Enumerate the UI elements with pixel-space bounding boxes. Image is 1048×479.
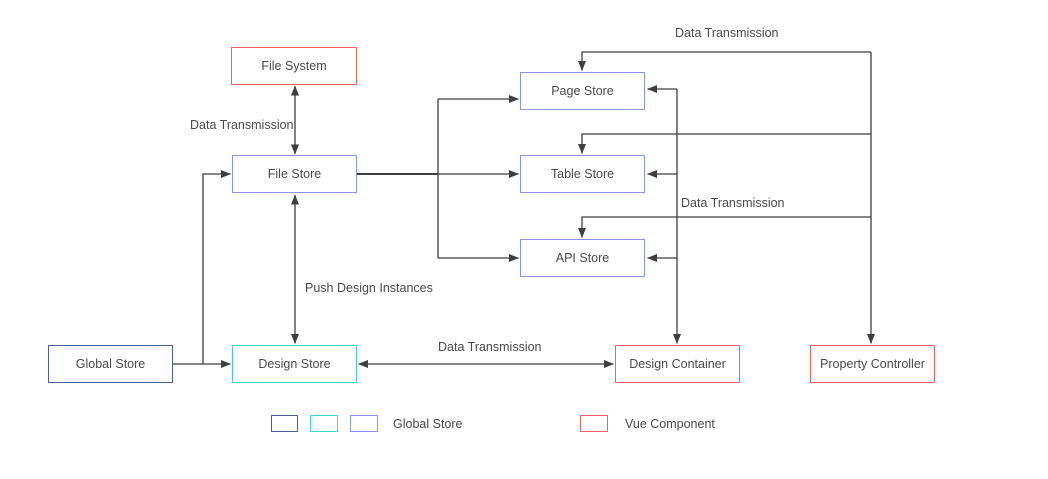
node-design-store: Design Store: [232, 345, 357, 383]
edge-label-design-store-transmission: Data Transmission: [438, 340, 542, 354]
node-file-store: File Store: [232, 155, 357, 193]
edge-label-property-controller-mid-transmission: Data Transmission: [681, 196, 785, 210]
edge-b-table-store-top: [578, 133, 871, 154]
node-api-store: API Store: [520, 239, 645, 277]
legend-global-store-label: Global Store: [393, 416, 463, 431]
legend-swatch-cyan: [310, 415, 338, 432]
edge-b-api-store-top: [578, 216, 871, 238]
node-design-container-label: Design Container: [629, 357, 726, 371]
node-api-store-label: API Store: [555, 251, 610, 265]
node-file-system-label: File System: [261, 59, 327, 73]
node-page-store: Page Store: [520, 72, 645, 110]
node-global-store-label: Global Store: [75, 357, 146, 371]
node-property-controller-label: Property Controller: [820, 357, 925, 371]
node-property-controller: Property Controller: [810, 345, 935, 383]
legend-swatch-periwinkle: [350, 415, 378, 432]
node-page-store-label: Page Store: [551, 84, 614, 98]
node-design-container: Design Container: [615, 345, 740, 383]
legend-vue-component-label: Vue Component: [625, 416, 715, 431]
edge-label-push-design-instances: Push Design Instances: [305, 281, 433, 295]
edge-global-line-file-store: [202, 170, 231, 364]
node-table-store-label: Table Store: [550, 167, 615, 181]
edge-label-file-system-transmission: Data Transmission: [190, 118, 294, 132]
legend-swatch-red: [580, 415, 608, 432]
legend-global-store: Global Store: [271, 415, 462, 432]
legend-swatch-navy: [271, 415, 298, 432]
node-design-store-label: Design Store: [258, 357, 331, 371]
node-file-system: File System: [231, 47, 357, 85]
legend-vue-component: Vue Component: [580, 415, 715, 432]
node-table-store: Table Store: [520, 155, 645, 193]
edge-label-property-controller-top-transmission: Data Transmission: [675, 26, 779, 40]
node-global-store: Global Store: [48, 345, 173, 383]
node-file-store-label: File Store: [267, 167, 322, 181]
edge-b-page-store-top: [578, 51, 871, 71]
